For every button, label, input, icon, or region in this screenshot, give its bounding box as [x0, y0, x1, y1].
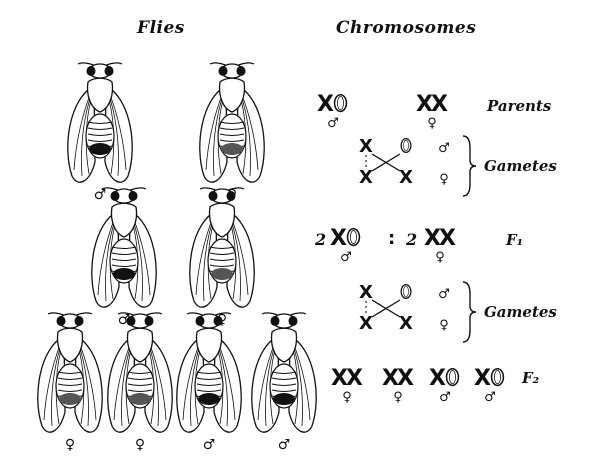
chromosome-x: X — [317, 92, 334, 117]
male-symbol: ♂ — [94, 187, 107, 203]
f2-pair-female: XX♀ — [382, 366, 414, 405]
svg-text:X: X — [382, 366, 399, 391]
ratio-separator: : — [388, 228, 395, 249]
female-symbol: ♀ — [65, 437, 75, 453]
svg-text:X: X — [399, 313, 413, 334]
gamete-top-right: O — [398, 136, 413, 157]
svg-text:X: X — [429, 366, 446, 391]
flies-header: Flies — [137, 18, 185, 38]
fly-female: ♀ — [199, 62, 265, 203]
svg-text:X: X — [359, 136, 373, 157]
fly-male: ♂ — [176, 312, 242, 453]
f1-label: F₁ — [505, 231, 523, 249]
gamete-bottom-right: X — [399, 167, 413, 188]
f1-male-pair: XO♂ — [330, 226, 363, 265]
chromosome-x: X — [424, 226, 441, 251]
svg-text:X: X — [330, 226, 347, 251]
male-symbol: ♂ — [327, 116, 339, 131]
chromosome-x: X — [439, 226, 456, 251]
f2-label: F₂ — [521, 369, 540, 387]
chromosomes-header: Chromosomes — [336, 18, 477, 38]
gamete-top-left: X — [359, 282, 373, 303]
brace — [462, 281, 477, 343]
gamete-top-left: X — [359, 136, 373, 157]
chromosome-o: O — [488, 366, 507, 391]
chromosome-o: O — [331, 92, 350, 117]
svg-text:X: X — [431, 92, 448, 117]
gametes-2-label: Gametes — [484, 303, 557, 321]
svg-text:X: X — [317, 92, 334, 117]
female-symbol: ♀ — [393, 390, 403, 405]
fly-female: ♀ — [189, 187, 255, 328]
female-symbol: ♀ — [439, 172, 449, 187]
svg-text:X: X — [424, 226, 441, 251]
male-symbol: ♂ — [203, 437, 216, 453]
male-symbol: ♂ — [278, 437, 291, 453]
svg-text:X: X — [397, 366, 414, 391]
chromosome-x: X — [330, 226, 347, 251]
female-symbol: ♀ — [342, 390, 352, 405]
svg-text:X: X — [399, 167, 413, 188]
f2-pair-male: XO♂ — [474, 366, 507, 405]
chromosome-x: X — [429, 366, 446, 391]
fly-male: ♂ — [67, 62, 133, 203]
chromosome-x: X — [382, 366, 399, 391]
brace — [462, 135, 477, 197]
chromosome-o: O — [443, 366, 462, 391]
chromosome-x: X — [474, 366, 491, 391]
svg-text:X: X — [416, 92, 433, 117]
gamete-bottom-right: X — [399, 313, 413, 334]
parent-female-pair: XX♀ — [416, 92, 448, 131]
male-symbol: ♂ — [438, 287, 450, 302]
male-symbol: ♂ — [439, 390, 451, 405]
fly-male: ♂ — [251, 312, 317, 453]
gamete-top-right: O — [398, 282, 413, 303]
f1-right-coefficient: 2 — [405, 230, 417, 249]
chromosome-x: X — [397, 366, 414, 391]
f2-pair-male: XO♂ — [429, 366, 462, 405]
male-symbol: ♂ — [484, 390, 496, 405]
svg-text:X: X — [331, 366, 348, 391]
chromosome-x: X — [331, 366, 348, 391]
svg-text:X: X — [359, 282, 373, 303]
svg-text:O: O — [398, 282, 413, 303]
gamete-bottom-left: X — [359, 313, 373, 334]
svg-text:O: O — [488, 366, 507, 391]
female-symbol: ♀ — [135, 437, 145, 453]
svg-text:O: O — [443, 366, 462, 391]
chromosome-o: O — [344, 226, 363, 251]
svg-text:O: O — [331, 92, 350, 117]
male-symbol: ♂ — [340, 250, 352, 265]
fly-male: ♂ — [91, 187, 157, 328]
svg-text:X: X — [359, 313, 373, 334]
chromosome-x: X — [416, 92, 433, 117]
svg-text:X: X — [439, 226, 456, 251]
female-symbol: ♀ — [439, 318, 449, 333]
fly-female: ♀ — [107, 312, 173, 453]
f2-pair-female: XX♀ — [331, 366, 363, 405]
chromosome-x: X — [346, 366, 363, 391]
female-symbol: ♀ — [427, 116, 437, 131]
svg-text:O: O — [344, 226, 363, 251]
parent-male-pair: XO♂ — [317, 92, 350, 131]
chromosome-x: X — [431, 92, 448, 117]
fly-female: ♀ — [37, 312, 103, 453]
svg-text:O: O — [398, 136, 413, 157]
svg-text:X: X — [359, 167, 373, 188]
flies-panel: ♂♀♂♀♀♀♂♂ — [37, 62, 317, 453]
gametes-1-label: Gametes — [484, 157, 557, 175]
f1-female-pair: XX♀ — [424, 226, 456, 265]
f1-left-coefficient: 2 — [314, 230, 326, 249]
gamete-bottom-left: X — [359, 167, 373, 188]
female-symbol: ♀ — [435, 250, 445, 265]
male-symbol: ♂ — [118, 312, 131, 328]
male-symbol: ♂ — [438, 141, 450, 156]
svg-text:X: X — [346, 366, 363, 391]
parents-label: Parents — [486, 97, 552, 115]
svg-text:X: X — [474, 366, 491, 391]
